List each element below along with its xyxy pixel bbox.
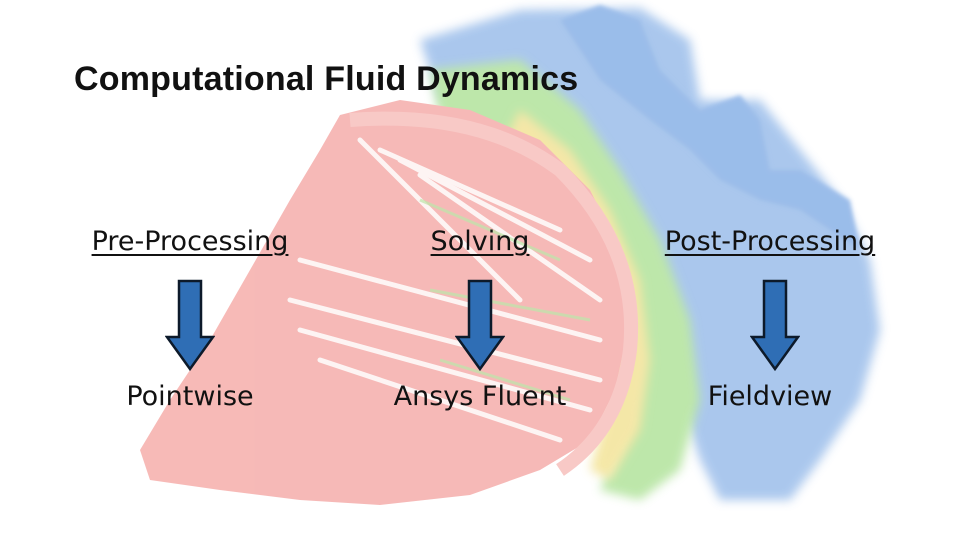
tool-fieldview: Fieldview	[707, 381, 833, 412]
down-arrow-icon	[455, 279, 505, 371]
down-arrow-icon	[750, 279, 800, 371]
down-arrow-shape	[165, 279, 215, 371]
mesh-rib	[297, 257, 603, 343]
down-arrow-shape	[455, 279, 505, 371]
mesh-rib	[357, 137, 523, 303]
mesh-rib	[397, 157, 593, 263]
tool-ansys-fluent: Ansys Fluent	[393, 381, 567, 412]
stage-pre-processing: Pre-Processing	[91, 226, 289, 257]
down-arrow-shape	[750, 279, 800, 371]
mesh-rib-accent	[429, 288, 591, 322]
down-arrow-icon	[165, 279, 215, 371]
mesh-rib	[297, 327, 593, 413]
stage-solving: Solving	[430, 226, 530, 257]
mesh-cone-red	[140, 100, 630, 505]
mesh-rib	[317, 357, 563, 443]
slide-title: Computational Fluid Dynamics	[74, 60, 579, 98]
mesh-rib	[287, 297, 603, 383]
mesh-rim	[349, 111, 639, 476]
mesh-rib-accent	[439, 358, 571, 402]
flow-region-blue-tips	[560, 5, 860, 250]
mesh-rib-accent	[419, 198, 561, 262]
stage-post-processing: Post-Processing	[664, 226, 876, 257]
tool-pointwise: Pointwise	[126, 381, 254, 412]
